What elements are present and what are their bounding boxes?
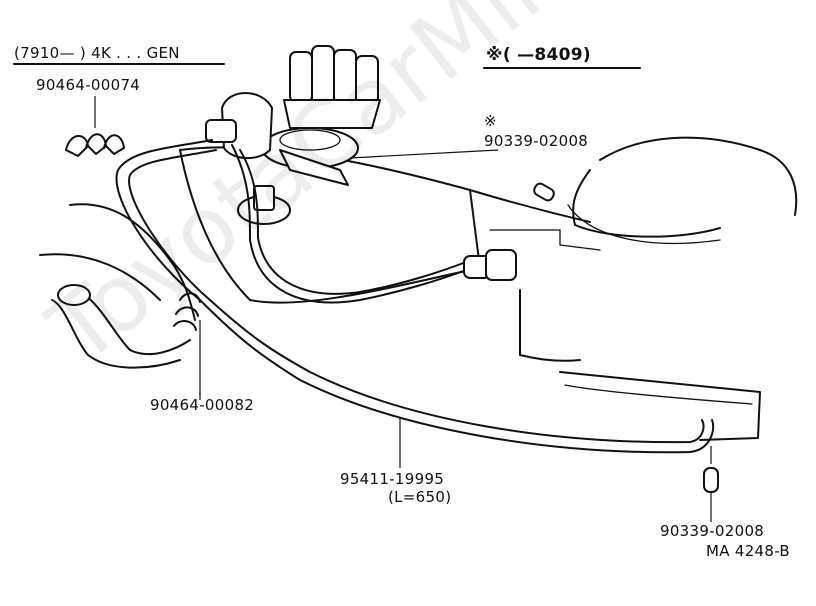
part-number-hose[interactable]: 95411-19995 — [340, 470, 445, 488]
clamp-side — [173, 292, 201, 395]
clamp-top — [65, 96, 125, 157]
plug-bottom — [703, 446, 719, 522]
part-number-plug-bottom[interactable]: 90339-02008 — [660, 522, 765, 540]
part-number-clamp-top[interactable]: 90464-00074 — [36, 76, 141, 94]
manifold-pipes — [39, 203, 196, 369]
distributor — [205, 45, 381, 186]
header-right-note: ※( —8409) — [486, 45, 591, 65]
vacuum-hose — [115, 139, 715, 454]
engine-body — [179, 136, 798, 441]
bolt — [237, 185, 291, 225]
part-number-plug-top[interactable]: 90339-02008 — [484, 132, 589, 150]
header-left-note: (7910— ) 4K . . . GEN — [14, 44, 180, 62]
hose-length: (L=650) — [388, 488, 452, 506]
hose-connector — [463, 249, 517, 281]
part-number-clamp-side[interactable]: 90464-00082 — [150, 396, 255, 414]
plug-top-mark: ※ — [484, 112, 497, 130]
illustration-code: MA 4248-B — [706, 542, 791, 560]
plug-top — [349, 149, 555, 202]
